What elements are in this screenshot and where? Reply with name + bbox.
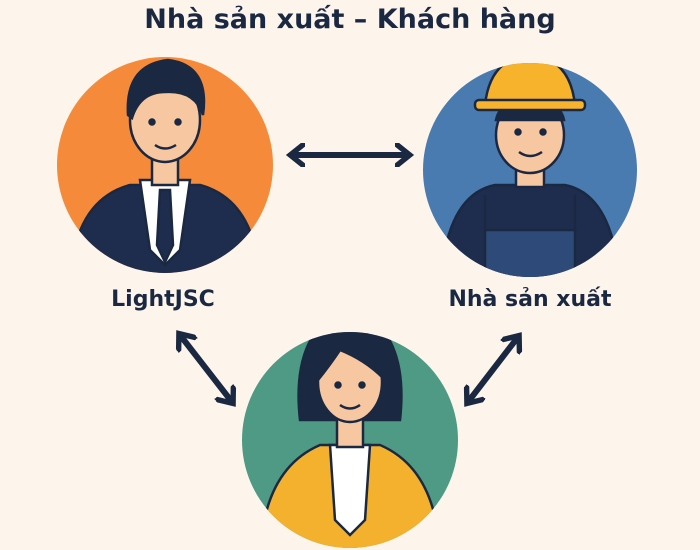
arrow-producer-customer — [468, 337, 518, 402]
worker-avatar — [423, 63, 637, 277]
arrow-lightjsc-customer — [180, 335, 232, 402]
label-producer: Nhà sản xuất — [448, 287, 612, 312]
customer-avatar — [242, 332, 458, 548]
label-lightjsc: LightJSC — [111, 287, 215, 312]
businessman-avatar — [57, 57, 273, 273]
diagram-title: Nhà sản xuất – Khách hàng — [144, 4, 556, 35]
